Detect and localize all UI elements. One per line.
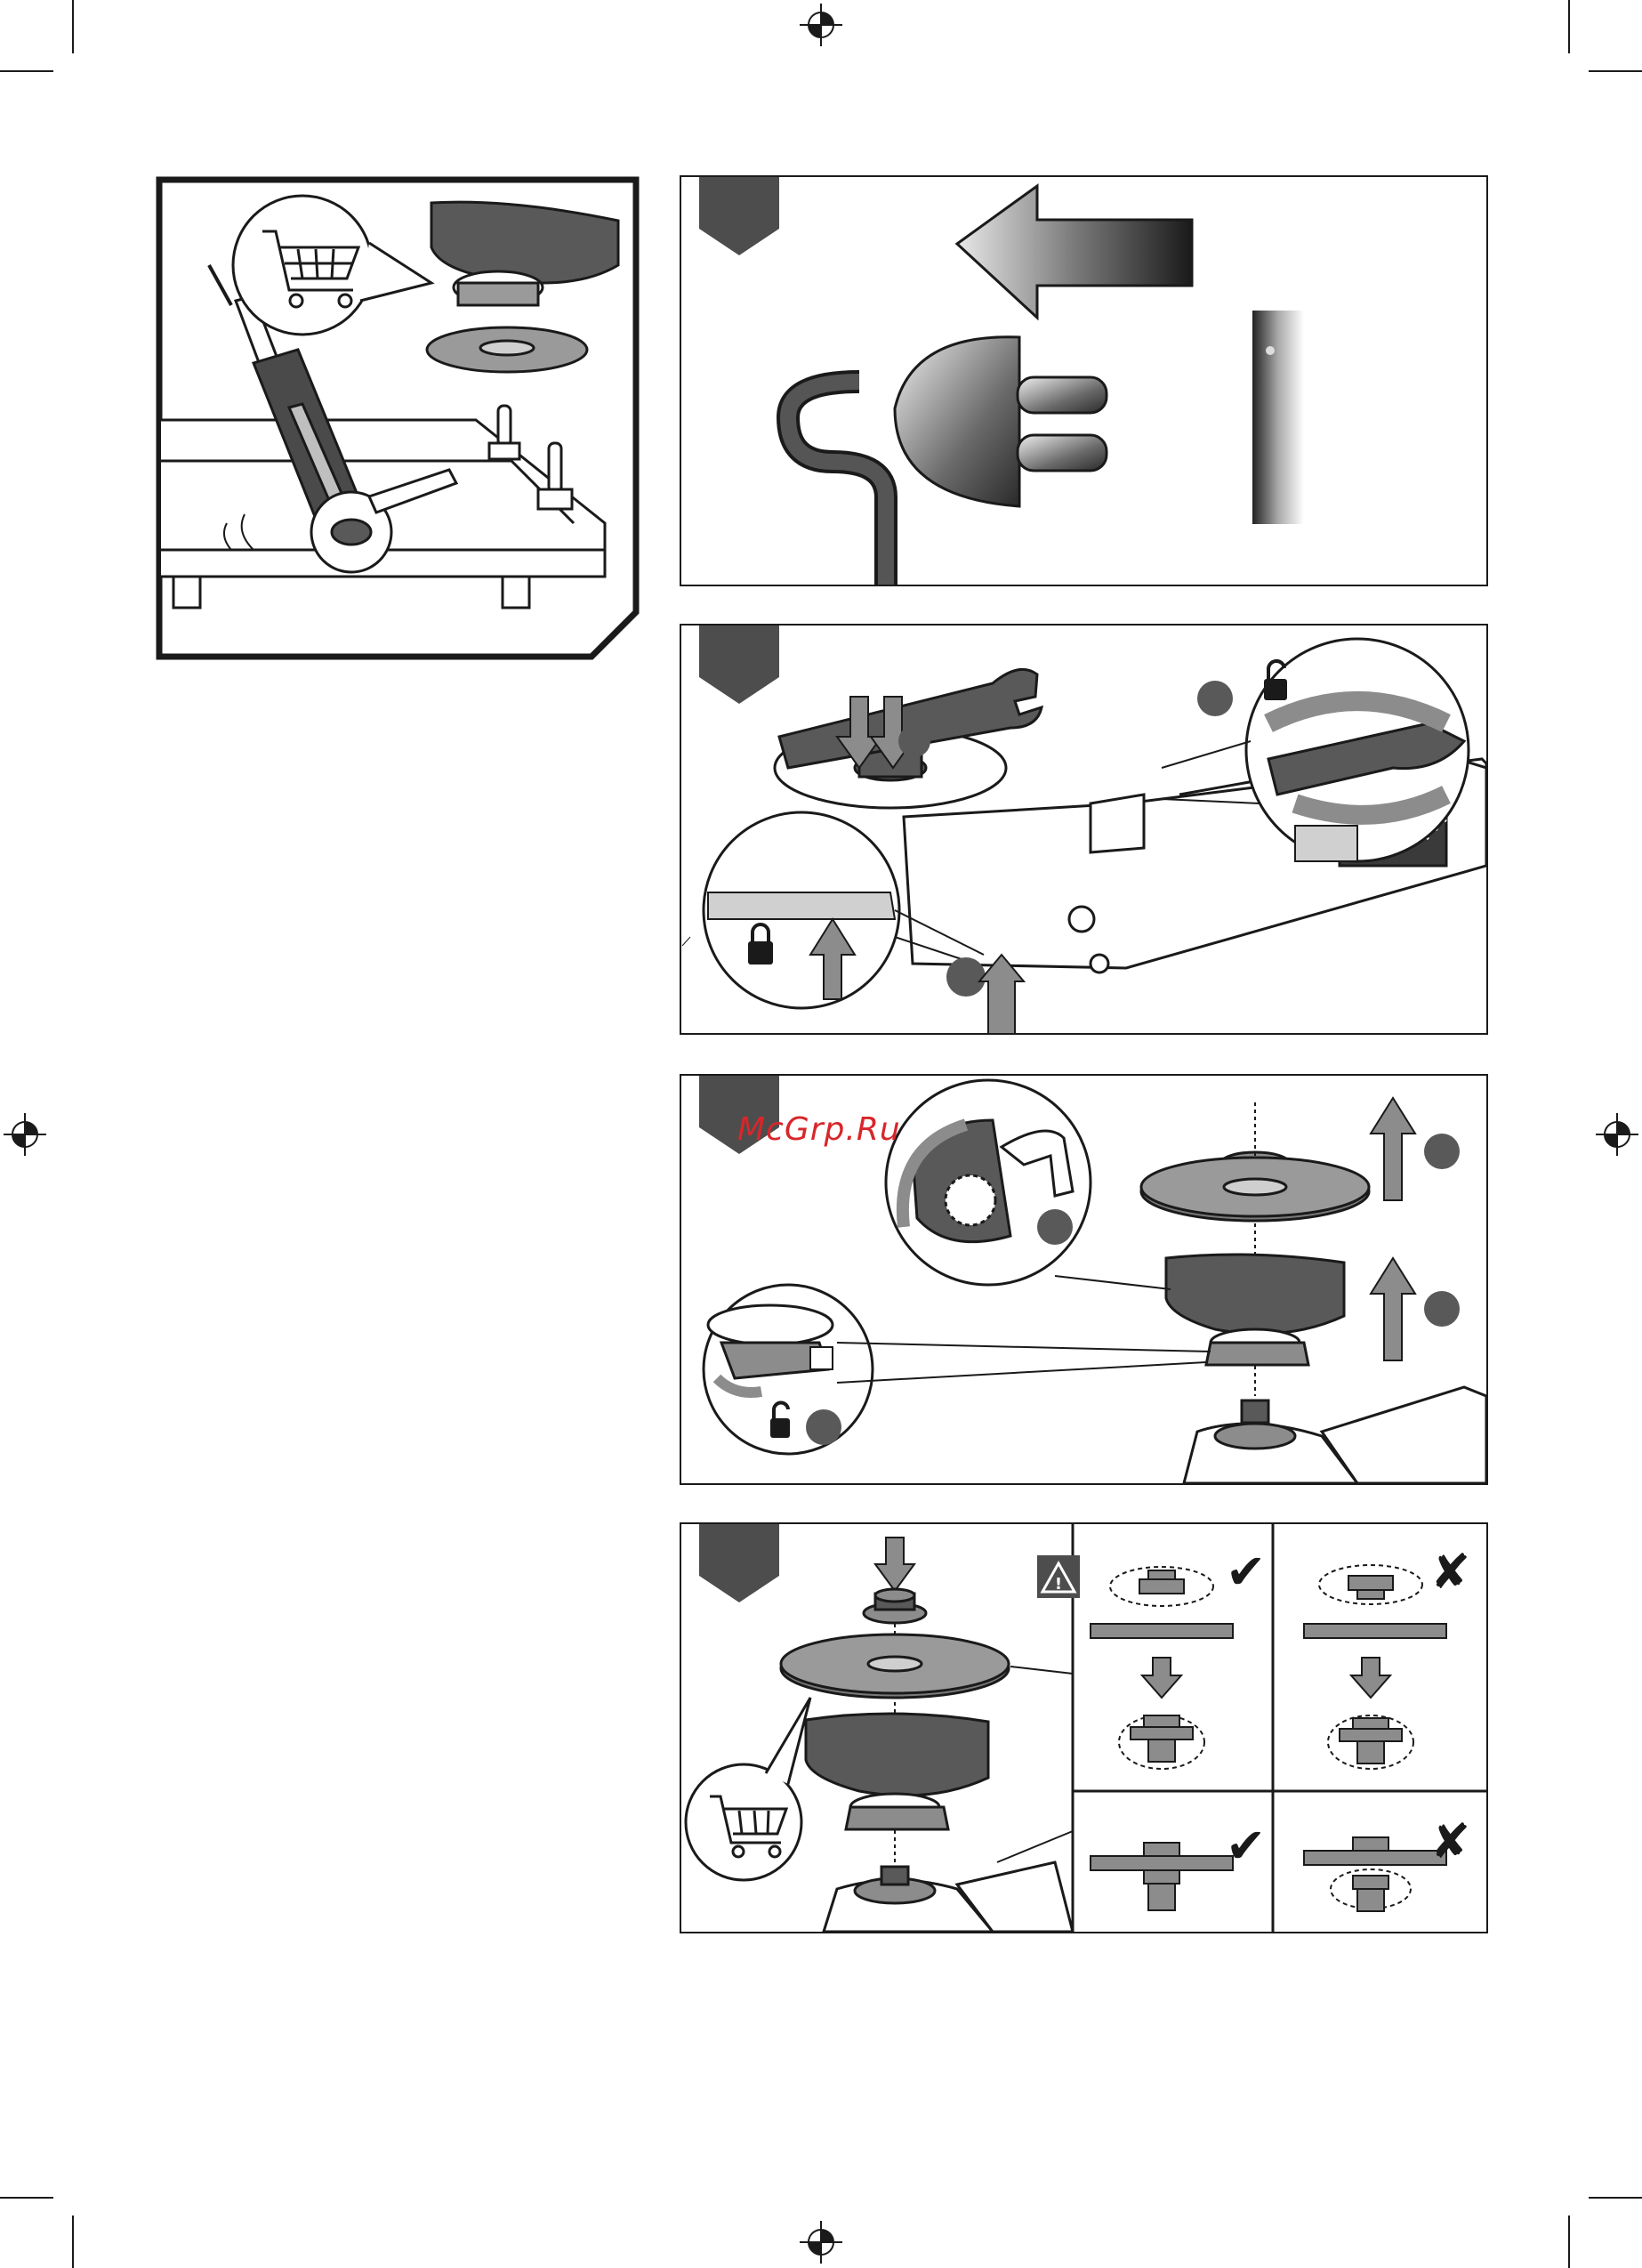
grinding-disc-icon [781,1634,1009,1698]
cross-icon: ✘ [1430,1544,1470,1600]
warning-icon: ! [1037,1555,1080,1598]
svg-text:!: ! [1055,1575,1062,1594]
loosen-illustration [681,626,1486,1033]
down-arrow-icon [875,1538,914,1591]
plug-icon [895,337,1111,506]
grinding-disc-icon [1141,1158,1369,1221]
cross-icon: ✘ [1430,1813,1470,1869]
up-arrow-icon [1371,1098,1415,1360]
socket-icon [1252,311,1304,524]
check-icon: ✔ [1226,1818,1266,1874]
check-icon: ✔ [1226,1544,1266,1600]
grinding-disc-icon [427,327,587,372]
left-arrow-icon [957,186,1192,318]
unlock-icon [1264,661,1287,700]
panel-mount-disc: ! ✔ ✘ [680,1522,1488,1933]
guard-icon [806,1714,988,1829]
flange-icon [864,1589,926,1623]
panel-unplug [680,175,1488,586]
shopping-cart-icon [686,1698,810,1880]
panel-remove-guard: McGrp.Ru [680,1074,1488,1485]
intro-illustration [156,176,640,661]
watermark: McGrp.Ru [737,1111,901,1148]
guard-icon [1166,1255,1344,1365]
panel-loosen-nut [680,624,1488,1035]
unplug-illustration [681,177,1486,585]
mount-illustration: ! ✔ ✘ [681,1524,1486,1932]
